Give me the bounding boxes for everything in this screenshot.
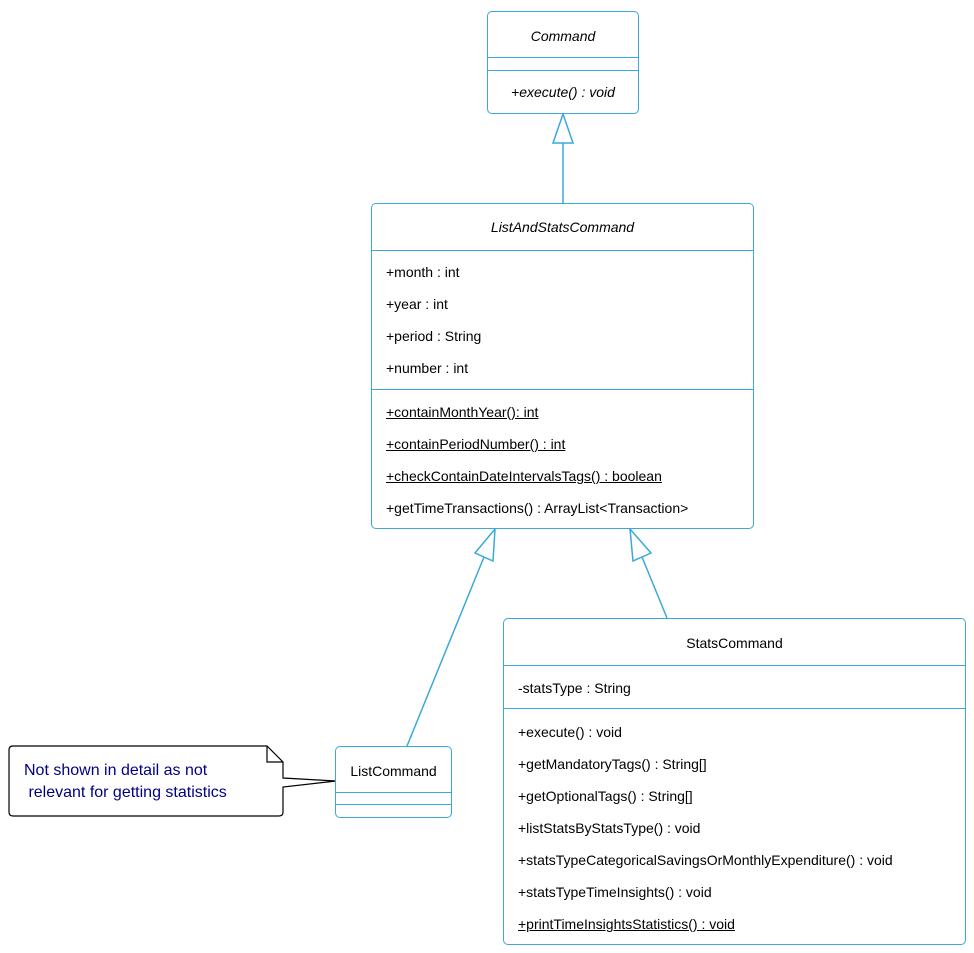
method-getmandatorytags: +getMandatoryTags() : String[]	[518, 756, 707, 772]
note-line-1: Not shown in detail as not	[24, 762, 208, 779]
attribute-period: +period : String	[386, 328, 482, 344]
generalization-arrowhead-listandstats-right	[629, 526, 653, 563]
attribute-year: +year : int	[386, 296, 448, 312]
class-listandstatscommand-separator-1	[372, 250, 753, 251]
class-listandstatscommand[interactable]: ListAndStatsCommand +month : int +year :…	[371, 203, 754, 529]
method-getoptionaltags: +getOptionalTags() : String[]	[518, 788, 693, 804]
class-statscommand[interactable]: StatsCommand -statsType : String +execut…	[503, 618, 966, 945]
class-command[interactable]: Command +execute() : void	[487, 11, 639, 114]
generalization-arrowhead-command	[551, 111, 575, 144]
method-containperiodnumber: +containPeriodNumber() : int	[386, 436, 566, 452]
class-statscommand-name: StatsCommand	[686, 635, 783, 651]
attribute-number: +number : int	[386, 360, 469, 376]
class-listandstatscommand-separator-2	[372, 389, 753, 390]
method-checkcontaindateintervalstags: +checkContainDateIntervalsTags() : boole…	[386, 468, 662, 484]
attribute-statstype: -statsType : String	[518, 680, 631, 696]
class-command-separator-2	[488, 70, 638, 71]
method-execute: +execute() : void	[518, 724, 622, 740]
generalization-line-listcommand-to-listandstats	[406, 556, 485, 747]
class-command-method: +execute() : void	[511, 84, 615, 100]
class-listcommand[interactable]: ListCommand	[335, 746, 452, 818]
class-statscommand-separator-1	[504, 665, 965, 666]
generalization-line-statscommand-to-listandstats	[641, 556, 668, 619]
class-statscommand-separator-2	[504, 708, 965, 709]
note-line-2: relevant for getting statistics	[24, 784, 227, 801]
method-containmonthyear: +containMonthYear(): int	[386, 404, 539, 420]
class-listcommand-separator-2	[336, 804, 451, 805]
method-gettimetransactions: +getTimeTransactions() : ArrayList<Trans…	[386, 500, 689, 516]
note-dog-ear	[266, 746, 283, 763]
method-statstypecategoricalsavingsormonthlyexpenditure: +statsTypeCategoricalSavingsOrMonthlyExp…	[518, 852, 893, 868]
class-listandstatscommand-name: ListAndStatsCommand	[490, 219, 635, 235]
class-listcommand-name: ListCommand	[350, 763, 437, 779]
generalization-arrowhead-listandstats-left	[473, 526, 496, 563]
method-statstypetimeinsights: +statsTypeTimeInsights() : void	[518, 884, 712, 900]
class-command-separator-1	[488, 57, 638, 58]
attribute-month: +month : int	[386, 264, 460, 280]
note-shape	[8, 745, 337, 817]
method-printtimeinsightsstatistics: +printTimeInsightsStatistics() : void	[518, 916, 735, 932]
method-liststatsbystatstype: +listStatsByStatsType() : void	[518, 820, 701, 836]
class-command-name: Command	[530, 28, 596, 44]
class-listcommand-separator-1	[336, 792, 451, 793]
